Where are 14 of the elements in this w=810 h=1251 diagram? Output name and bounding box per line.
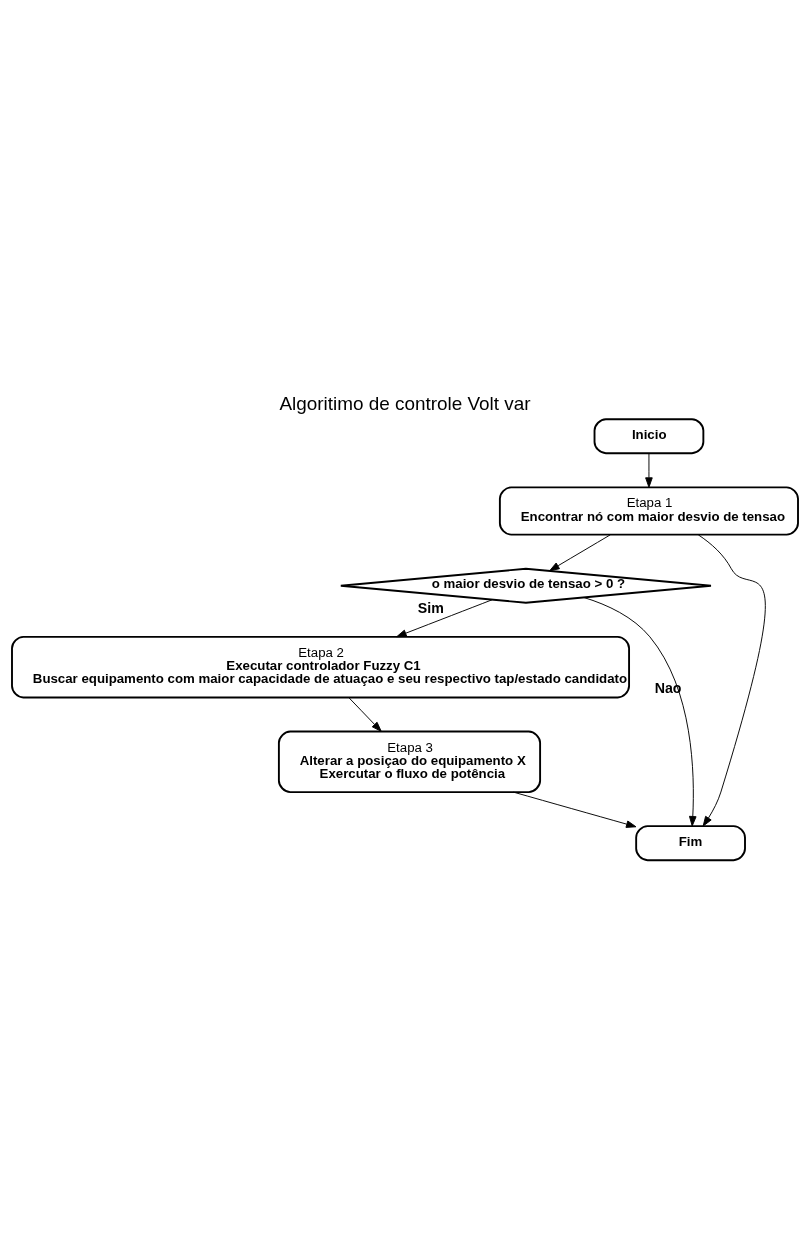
arrow: [512, 791, 637, 828]
node-box: Etapa 2 Executar controlador Fuzzy C1 Buscar equipamento com maior capacidade de atuaçao e seu respectivo tap/estado candidato: [11, 635, 630, 699]
diagram-title: Algoritimo de controle Volt var: [279, 392, 531, 414]
edge-label: Nao: [654, 680, 682, 697]
arrow: [583, 597, 697, 827]
node-box: Etapa 1 Encontrar nó com maior desvio de tensao: [498, 486, 799, 536]
arrow: [697, 534, 766, 827]
arrow: [396, 599, 493, 638]
arrow: [549, 534, 611, 572]
node-box: Fim: [635, 825, 746, 862]
arrow: [645, 452, 653, 488]
arrow: [348, 696, 382, 732]
node-box: Inicio: [593, 418, 705, 455]
node-box: Etapa 3 Alterar a posiçao do equipamento X Exercutar o fluxo de potência: [277, 730, 542, 793]
